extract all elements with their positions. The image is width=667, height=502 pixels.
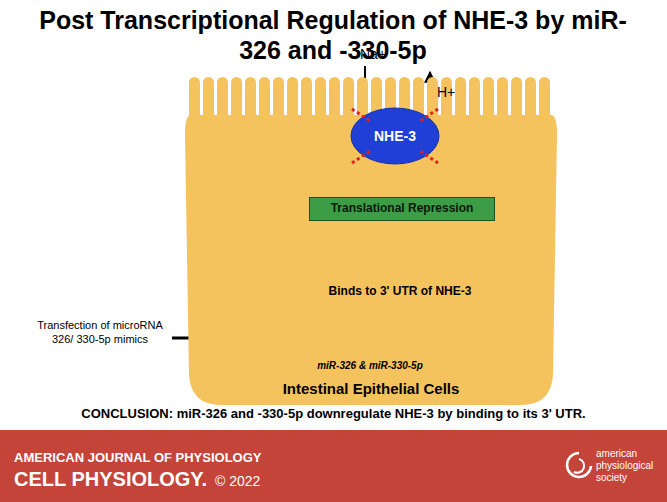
- transporter-label: NHE-3: [350, 128, 440, 144]
- ion-label: Na+: [360, 46, 386, 62]
- caption: CONCLUSION: miR-326 and -330-5p downregu…: [10, 406, 657, 421]
- society-logo: [565, 450, 593, 484]
- step-label: Binds to 3' UTR of NHE-3: [250, 284, 550, 298]
- cell-label: Intestinal Epithelial Cells: [185, 380, 557, 397]
- ion-label: H+: [437, 84, 455, 100]
- mirna-label: miR-326 & miR-330-5p: [300, 360, 440, 371]
- cell-body: NHE-3Translational RepressionIntestinal …: [185, 75, 557, 405]
- journal-name: CELL PHYSIOLOGY.: [14, 468, 207, 491]
- title: Post Transcriptional Regulation of NHE-3…: [23, 5, 643, 65]
- society-name: american physiological society: [596, 448, 664, 484]
- copyright: © 2022: [215, 473, 260, 489]
- journal-banner: AMERICAN JOURNAL OF PHYSIOLOGY CELL PHYSI…: [0, 430, 667, 502]
- nhe3-transporter: NHE-3: [350, 107, 440, 165]
- box-label: Translational Repression: [310, 198, 494, 218]
- input-label: Transfection of microRNA 326/ 330-5p mim…: [30, 318, 170, 346]
- process-box: Translational Repression: [309, 197, 495, 221]
- journal-name: AMERICAN JOURNAL OF PHYSIOLOGY: [14, 450, 262, 465]
